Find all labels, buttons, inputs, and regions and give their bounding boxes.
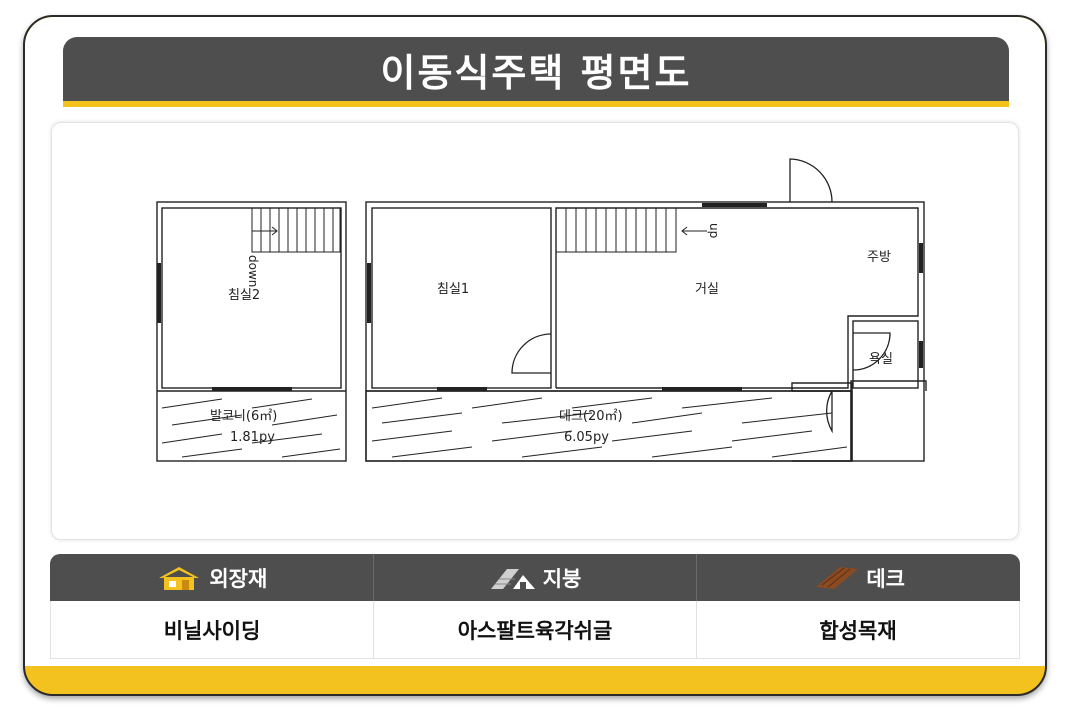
door-bath [852,332,891,371]
materials-value-row: 비닐사이딩 아스팔트육각쉬글 합성목재 [50,601,1020,659]
bath-wall [852,320,919,389]
value-deck: 합성목재 [819,618,897,643]
floor-plan-panel: 침실2 침실1 거실 주방 욕실 down up 발코니(6㎡) 1.81py … [51,122,1019,540]
value-roof: 아스팔트육각쉬글 [374,601,697,658]
roof-shingle-icon [490,568,535,589]
deck-right-box [791,382,853,462]
living-kitchen-wall [555,207,919,389]
label-balcony-area: 1.81py [230,430,275,445]
door-entrance [789,158,833,203]
label-living: 거실 [695,282,719,297]
materials-table: 외장재 지붕 [50,554,1020,661]
value-exterior: 비닐사이딩 [51,601,374,658]
label-stairs-down: down [246,255,260,287]
header-roof-label: 지붕 [542,566,582,591]
deck-extension [850,380,927,391]
label-bath: 욕실 [869,352,893,367]
wood-plank-icon [816,566,859,589]
materials-header-row: 외장재 지붕 [50,554,1020,601]
header-deck-label: 데크 [866,566,905,591]
label-stairs-up: up [707,223,721,238]
door-bedroom1 [511,333,552,374]
label-deck-name: 데크(20㎡) [559,409,623,424]
door-deck [825,390,833,434]
label-bedroom2: 침실2 [228,288,260,303]
label-balcony-name: 발코니(6㎡) [210,409,277,424]
stairs-down [251,207,341,253]
floor-plan-drawing: 침실2 침실1 거실 주방 욕실 down up 발코니(6㎡) 1.81py … [156,158,927,462]
main-outer-wall [365,201,925,462]
header-exterior: 외장재 [50,554,374,601]
title-bar: 이동식주택 평면도 [63,37,1009,107]
header-deck: 데크 [697,554,1020,601]
header-roof: 지붕 [374,554,698,601]
header-exterior-label: 외장재 [209,566,268,591]
house-icon [159,566,200,590]
bedroom2-outer-wall [156,201,347,462]
card-body: 이동식주택 평면도 [25,17,1045,666]
page-title: 이동식주택 평면도 [380,50,692,95]
label-deck-area: 6.05py [564,430,609,445]
label-kitchen: 주방 [867,250,891,265]
label-bedroom1: 침실1 [437,282,469,297]
deck-extension-outer [365,390,852,462]
bedroom1-wall [371,207,552,389]
floor-plan-card: 이동식주택 평면도 [23,15,1047,696]
